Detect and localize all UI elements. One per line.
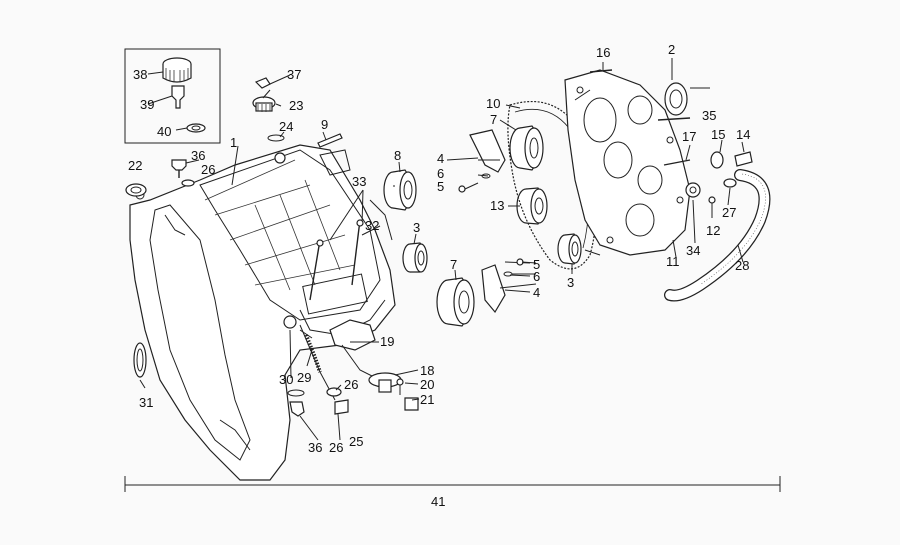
label-22: 22 [128,158,142,173]
label-16: 16 [596,45,610,60]
retainer-lower [481,258,531,314]
screws-lower [287,387,349,417]
label-36-bottom: 36 [308,440,322,455]
label-4-upper: 4 [437,151,444,166]
dimension-line-41 [124,476,781,492]
retainer-upper [458,129,506,193]
label-3-left: 3 [413,220,420,235]
label-24: 24 [279,119,293,134]
label-7-upper: 7 [490,112,497,127]
label-25: 25 [349,434,363,449]
label-12: 12 [706,223,720,238]
bearing-8 [383,161,417,211]
drain-parts [685,151,753,218]
seal-2 [664,58,710,116]
leader-lines [185,74,745,441]
inset-box [124,48,221,144]
label-35: 35 [702,108,716,123]
label-3-right: 3 [567,275,574,290]
label-15: 15 [711,127,725,142]
label-27: 27 [722,205,736,220]
label-32: 32 [365,218,379,233]
label-31: 31 [139,395,153,410]
stud-9 [317,131,343,148]
label-21: 21 [420,392,434,407]
label-8: 8 [394,148,401,163]
label-30: 30 [279,372,293,387]
seal-22 [125,183,147,197]
label-13: 13 [490,198,504,213]
bolts [589,62,691,166]
label-39: 39 [140,97,154,112]
label-29: 29 [297,370,311,385]
label-36-top: 36 [191,148,205,163]
label-4-lower: 4 [533,285,540,300]
label-17: 17 [682,129,696,144]
label-2: 2 [668,42,675,57]
label-38: 38 [133,67,147,82]
bearing-13 [516,187,548,225]
label-40: 40 [157,124,171,139]
bearing-3-left [402,233,428,273]
label-28: 28 [735,258,749,273]
vent-parts [252,77,285,142]
bearing-7-lower [436,269,475,327]
label-41: 41 [431,494,445,509]
bearing-3-right [557,233,582,274]
label-7-lower: 7 [450,257,457,272]
label-1: 1 [230,135,237,150]
seal-31 [133,342,147,389]
part-labels: 38 39 40 37 23 24 9 1 36 26 22 8 33 32 3… [128,42,750,509]
bell-housing [129,144,396,481]
hose-28 [664,169,771,302]
label-19: 19 [380,334,394,349]
label-5-upper: 5 [437,179,444,194]
label-11: 11 [666,254,680,269]
label-5-lower: 5 [533,257,540,272]
label-18: 18 [420,363,434,378]
rear-cover-11 [564,69,691,256]
screw-36-26-top [171,159,195,187]
label-34: 34 [686,243,700,258]
label-37: 37 [287,67,301,82]
label-10: 10 [486,96,500,111]
label-9: 9 [321,117,328,132]
label-26-mid: 26 [344,377,358,392]
label-6-upper: 6 [437,166,444,181]
label-14: 14 [736,127,750,142]
studs-32-33 [309,189,381,301]
label-20: 20 [420,377,434,392]
label-33: 33 [352,174,366,189]
label-26-top: 26 [201,162,215,177]
label-23: 23 [289,98,303,113]
bearing-7-upper [509,125,544,171]
label-26-bottom: 26 [329,440,343,455]
label-6-lower: 6 [533,269,540,284]
